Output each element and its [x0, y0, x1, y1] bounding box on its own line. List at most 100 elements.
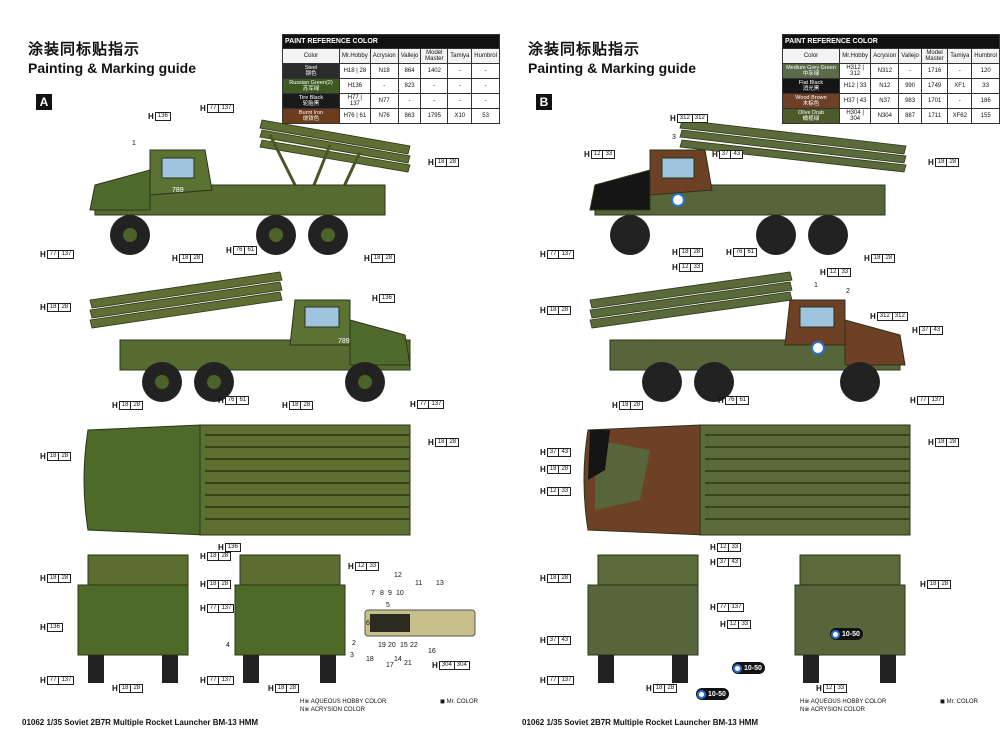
part-number: 15	[400, 642, 408, 649]
part-number: 18	[366, 656, 374, 663]
cab-window	[799, 306, 835, 328]
truck-side-right-view: 789	[89, 271, 411, 402]
legend-aqueous: H※ AQUEOUS HOBBY COLOR	[300, 699, 387, 705]
hub	[269, 228, 283, 242]
col-header: Vallejo	[898, 48, 922, 64]
col-header: Humbrol	[971, 48, 1000, 64]
part-number: 7	[371, 590, 375, 597]
col-header: Vallejo	[397, 48, 422, 64]
cell: 1711	[920, 108, 949, 124]
col-header: Tamiya	[447, 48, 473, 64]
cell: N18	[369, 63, 399, 79]
wheel	[672, 655, 688, 683]
truck-drawings-a: 789 789	[77, 119, 476, 683]
cell: N76	[369, 108, 399, 124]
part-number: 3	[672, 134, 676, 141]
hood	[589, 169, 651, 211]
legend-acrysion: N※ ACRYSION COLOR	[300, 707, 365, 713]
part-number: 6	[366, 620, 370, 627]
title-english: Painting & Marking guide	[28, 60, 197, 76]
truck-side-left-view	[589, 119, 907, 255]
wheel	[162, 655, 178, 683]
cell: N37	[870, 93, 900, 109]
cell: X10	[447, 108, 473, 124]
bed-top	[699, 424, 911, 536]
decal-roundel: 10-50	[732, 662, 765, 674]
truck-top-view	[83, 424, 411, 536]
part-number: 20	[388, 642, 396, 649]
page-a: 涂装同标贴指示 Painting & Marking guide A PAINT…	[22, 34, 500, 727]
truck-top-view	[583, 424, 911, 536]
cab-top	[83, 424, 206, 536]
cell: 1749	[920, 78, 949, 94]
title-english: Painting & Marking guide	[528, 60, 697, 76]
col-header: Color	[782, 48, 840, 64]
wheel	[320, 655, 336, 683]
scheme-letter: B	[536, 94, 552, 110]
bed-top	[199, 424, 411, 536]
part-number: 12	[394, 572, 402, 579]
wheel	[642, 362, 682, 402]
part-number: 9	[388, 590, 392, 597]
hub	[207, 375, 221, 389]
col-header: Model Master	[420, 48, 449, 64]
cab-front	[587, 584, 699, 656]
detail-panel	[364, 609, 476, 637]
wheel	[598, 655, 614, 683]
wheel	[610, 215, 650, 255]
truck-rear-view	[234, 554, 346, 683]
part-number: 3	[350, 652, 354, 659]
cab-front	[77, 584, 189, 656]
roundel-icon	[733, 663, 742, 673]
cell: XF62	[947, 108, 973, 124]
legend-mr-color: ◼ Mr. COLOR	[440, 699, 478, 705]
rear-body	[234, 584, 346, 656]
part-number: 1	[132, 140, 136, 147]
cell: H304 | 304	[838, 108, 872, 124]
part-number: 22	[410, 642, 418, 649]
paint-reference-table: PAINT REFERENCE COLOR Color Mr.Hobby Acr…	[782, 34, 1000, 124]
launcher-rear	[799, 554, 901, 586]
legend-mr-color: ◼ Mr. COLOR	[940, 699, 978, 705]
roundel-marking	[671, 193, 685, 207]
wheel	[243, 655, 259, 683]
truck-side-right-view	[589, 271, 906, 402]
cab-window	[161, 157, 195, 179]
truck-front-view	[587, 554, 699, 683]
cab-window	[661, 157, 695, 179]
part-number: 2	[352, 640, 356, 647]
color-legend: H※ AQUEOUS HOBBY COLOR N※ ACRYSION COLOR…	[800, 698, 978, 714]
rocket-rails-top	[205, 434, 410, 520]
hood	[844, 319, 906, 366]
footer-caption: 01062 1/35 Soviet 2B7R Multiple Rocket L…	[522, 718, 759, 727]
hub	[155, 375, 169, 389]
